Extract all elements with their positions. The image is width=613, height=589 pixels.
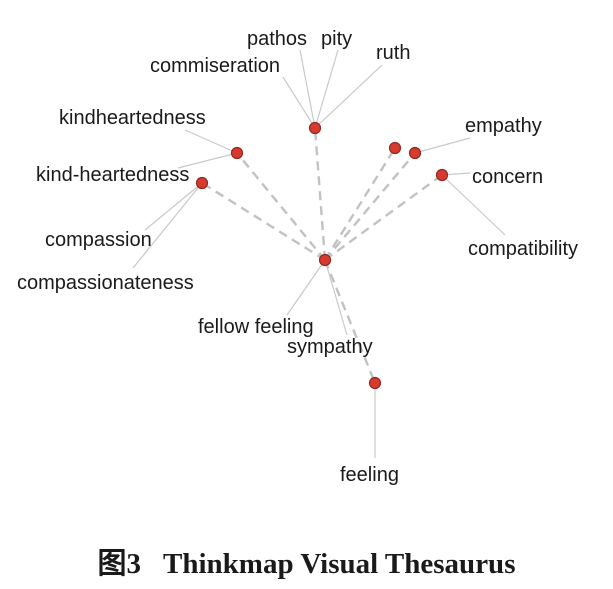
word-edge-kind-heartedness bbox=[177, 152, 238, 169]
figure-number: 图3 bbox=[97, 548, 142, 580]
word-edge-compassionateness bbox=[132, 182, 203, 269]
word-edge-commiseration bbox=[282, 76, 316, 129]
sense-link-compassion-sense bbox=[201, 181, 326, 262]
sense-link-empathy-sense-a bbox=[323, 147, 397, 261]
word-empathy[interactable]: empathy bbox=[465, 115, 542, 137]
word-edge-kindheartedness bbox=[184, 129, 238, 154]
word-labels: pathos pity commiseration ruth kindheartedne… bbox=[17, 28, 578, 486]
node-kindness-sense[interactable] bbox=[230, 146, 244, 160]
word-feeling[interactable]: feeling bbox=[340, 464, 399, 486]
figure-caption: 图3 Thinkmap Visual Thesaurus bbox=[0, 540, 613, 582]
word-compassion[interactable]: compassion bbox=[45, 229, 152, 251]
word-pathos[interactable]: pathos bbox=[247, 28, 307, 50]
node-feeling-sense[interactable] bbox=[368, 376, 382, 390]
sense-link-kindness-sense bbox=[236, 152, 326, 261]
word-kindheartedness[interactable]: kindheartedness bbox=[59, 107, 206, 129]
word-compatibility[interactable]: compatibility bbox=[468, 238, 578, 260]
node-sympathy[interactable] bbox=[318, 253, 332, 267]
word-edge-empathy bbox=[414, 137, 471, 154]
figure-title: Thinkmap Visual Thesaurus bbox=[163, 548, 516, 580]
word-edge-pity bbox=[314, 49, 339, 129]
node-pity-sense[interactable] bbox=[308, 121, 322, 135]
node-concern-sense[interactable] bbox=[435, 168, 449, 182]
word-commiseration[interactable]: commiseration bbox=[150, 55, 280, 77]
sense-links bbox=[201, 127, 443, 384]
word-sympathy[interactable]: sympathy bbox=[287, 336, 373, 358]
word-edge-fellow-feeling bbox=[286, 259, 326, 316]
word-compassionateness[interactable]: compassionateness bbox=[17, 272, 194, 294]
word-fellow-feeling[interactable]: fellow feeling bbox=[198, 316, 314, 338]
word-pity[interactable]: pity bbox=[321, 28, 352, 50]
sense-link-empathy-sense-b bbox=[324, 152, 416, 261]
word-concern[interactable]: concern bbox=[472, 166, 543, 188]
word-kind-heartedness[interactable]: kind-heartedness bbox=[36, 164, 189, 186]
word-edge-compatibility bbox=[441, 174, 506, 236]
thesaurus-graph: pathos pity commiseration ruth kindheartedne… bbox=[17, 28, 578, 486]
sense-nodes bbox=[195, 121, 449, 390]
node-empathy-sense-b[interactable] bbox=[408, 146, 422, 160]
sense-link-pity-sense bbox=[313, 127, 327, 261]
sense-link-concern-sense bbox=[324, 174, 443, 261]
node-empathy-sense-a[interactable] bbox=[388, 141, 402, 155]
word-edge-ruth bbox=[314, 64, 383, 129]
node-compassion-sense[interactable] bbox=[195, 176, 209, 190]
word-edge-sympathy bbox=[324, 259, 348, 336]
word-edges bbox=[132, 49, 506, 458]
word-edge-compassion bbox=[144, 182, 203, 231]
word-ruth[interactable]: ruth bbox=[376, 42, 410, 64]
sense-link-feeling-sense bbox=[323, 259, 377, 384]
word-edge-pathos bbox=[299, 49, 316, 129]
